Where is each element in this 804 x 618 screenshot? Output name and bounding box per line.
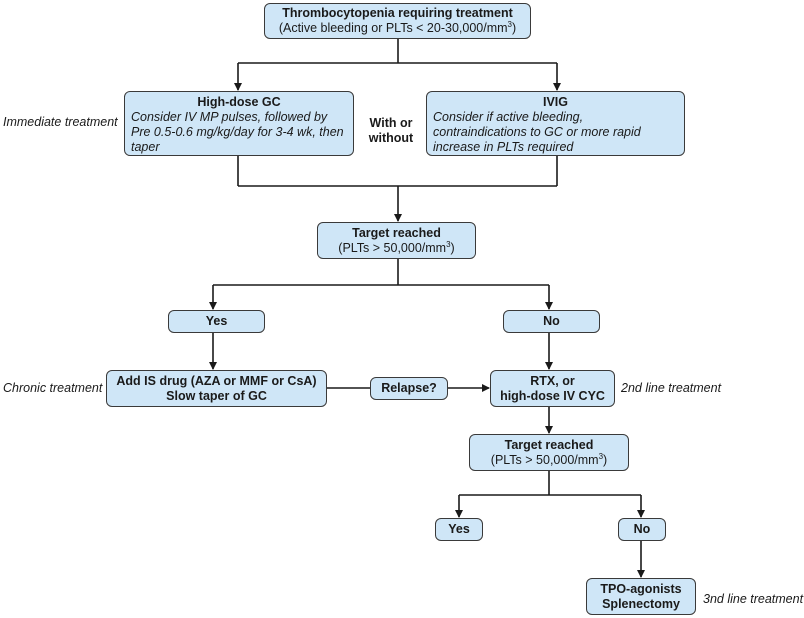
side-label-chronic: Chronic treatment <box>3 381 103 395</box>
node-ivig: IVIG Consider if active bleeding, contra… <box>426 91 685 156</box>
node-tpo-agonists: TPO-agonists Splenectomy <box>586 578 696 615</box>
node-add-is-drug: Add IS drug (AZA or MMF or CsA) Slow tap… <box>106 370 327 407</box>
side-label-immediate: Immediate treatment <box>3 115 118 129</box>
node-relapse: Relapse? <box>370 377 448 400</box>
node-ivig-body: Consider if active bleeding, contraindic… <box>433 110 641 154</box>
node-ivig-title: IVIG <box>542 95 568 109</box>
node-target-reached-1: Target reached (PLTs > 50,000/mm3) <box>317 222 476 259</box>
node-target-reached-2-title: Target reached <box>504 438 594 452</box>
node-thrombocytopenia-title: Thrombocytopenia requiring treatment <box>282 6 513 20</box>
node-high-dose-gc-body: Consider IV MP pulses, followed by Pre 0… <box>131 110 344 154</box>
node-thrombocytopenia: Thrombocytopenia requiring treatment (Ac… <box>264 3 531 39</box>
node-target-reached-1-title: Target reached <box>352 226 441 240</box>
with-or-without-label: With or without <box>368 116 414 145</box>
node-target-reached-2: Target reached (PLTs > 50,000/mm3) <box>469 434 629 471</box>
node-high-dose-gc-title: High-dose GC <box>197 95 281 109</box>
side-label-second-line: 2nd line treatment <box>621 381 722 395</box>
node-rtx: RTX, or high-dose IV CYC <box>490 370 615 407</box>
node-thrombocytopenia-subtitle: (Active bleeding or PLTs < 20-30,000/mm3… <box>278 19 517 35</box>
node-target-reached-2-subtitle: (PLTs > 50,000/mm3) <box>490 451 608 467</box>
node-target-reached-1-subtitle: (PLTs > 50,000/mm3) <box>338 239 455 255</box>
side-label-third-line: 3nd line treatment <box>703 592 804 606</box>
node-no-2: No <box>618 518 666 541</box>
node-yes-2: Yes <box>435 518 483 541</box>
node-no-1: No <box>503 310 600 333</box>
node-high-dose-gc: High-dose GC Consider IV MP pulses, foll… <box>124 91 354 156</box>
node-yes-1: Yes <box>168 310 265 333</box>
